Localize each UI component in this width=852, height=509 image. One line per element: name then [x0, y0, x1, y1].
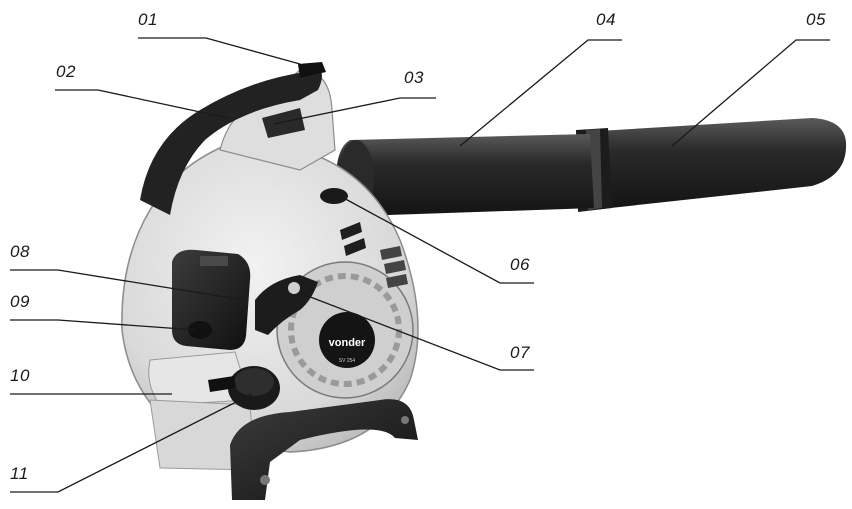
choke-knob	[320, 188, 348, 204]
callout-09: 09	[10, 292, 30, 311]
leader-line-08	[10, 269, 245, 301]
leader-line-04	[459, 39, 622, 147]
callout-04: 04	[596, 10, 616, 29]
throttle-lever	[262, 108, 305, 138]
leader-line-01	[138, 37, 301, 65]
air-filter-cover	[172, 249, 251, 350]
callout-07: 07	[510, 343, 530, 362]
callout-02: 02	[56, 62, 76, 81]
leader-line-06	[339, 195, 534, 284]
leader-line-02	[55, 89, 229, 119]
handle-grip	[140, 62, 326, 215]
leader-line-03	[273, 97, 436, 125]
callout-11: 11	[10, 464, 29, 483]
leader-line-11	[10, 393, 253, 493]
callout-08: 08	[10, 242, 30, 261]
nozzle-tube-rear	[576, 118, 847, 212]
blower-housing	[121, 69, 419, 471]
brand-label: vonder	[329, 337, 366, 349]
model-label: SV 254	[339, 358, 356, 364]
leader-line-09	[10, 319, 197, 331]
callout-03: 03	[404, 68, 424, 87]
callout-06: 06	[510, 255, 530, 274]
base-stand	[230, 399, 418, 500]
callout-01: 01	[138, 10, 158, 29]
callout-05: 05	[806, 10, 826, 29]
leader-line-05	[671, 39, 830, 147]
leader-line-07	[299, 292, 534, 371]
leader-lines	[10, 37, 830, 493]
callout-10: 10	[10, 366, 30, 385]
starter-handle	[255, 275, 318, 335]
